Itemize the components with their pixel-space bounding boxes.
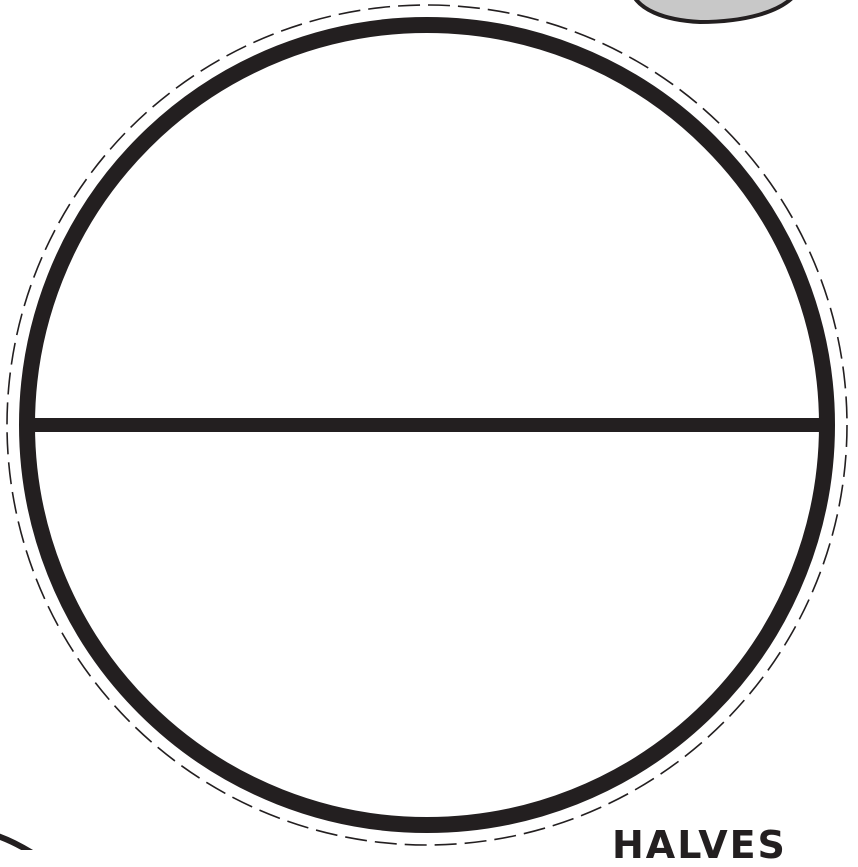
corner-shape-bottom-left xyxy=(0,835,40,850)
fraction-label: HALVES xyxy=(612,826,787,864)
corner-shape-top-right xyxy=(633,0,795,22)
